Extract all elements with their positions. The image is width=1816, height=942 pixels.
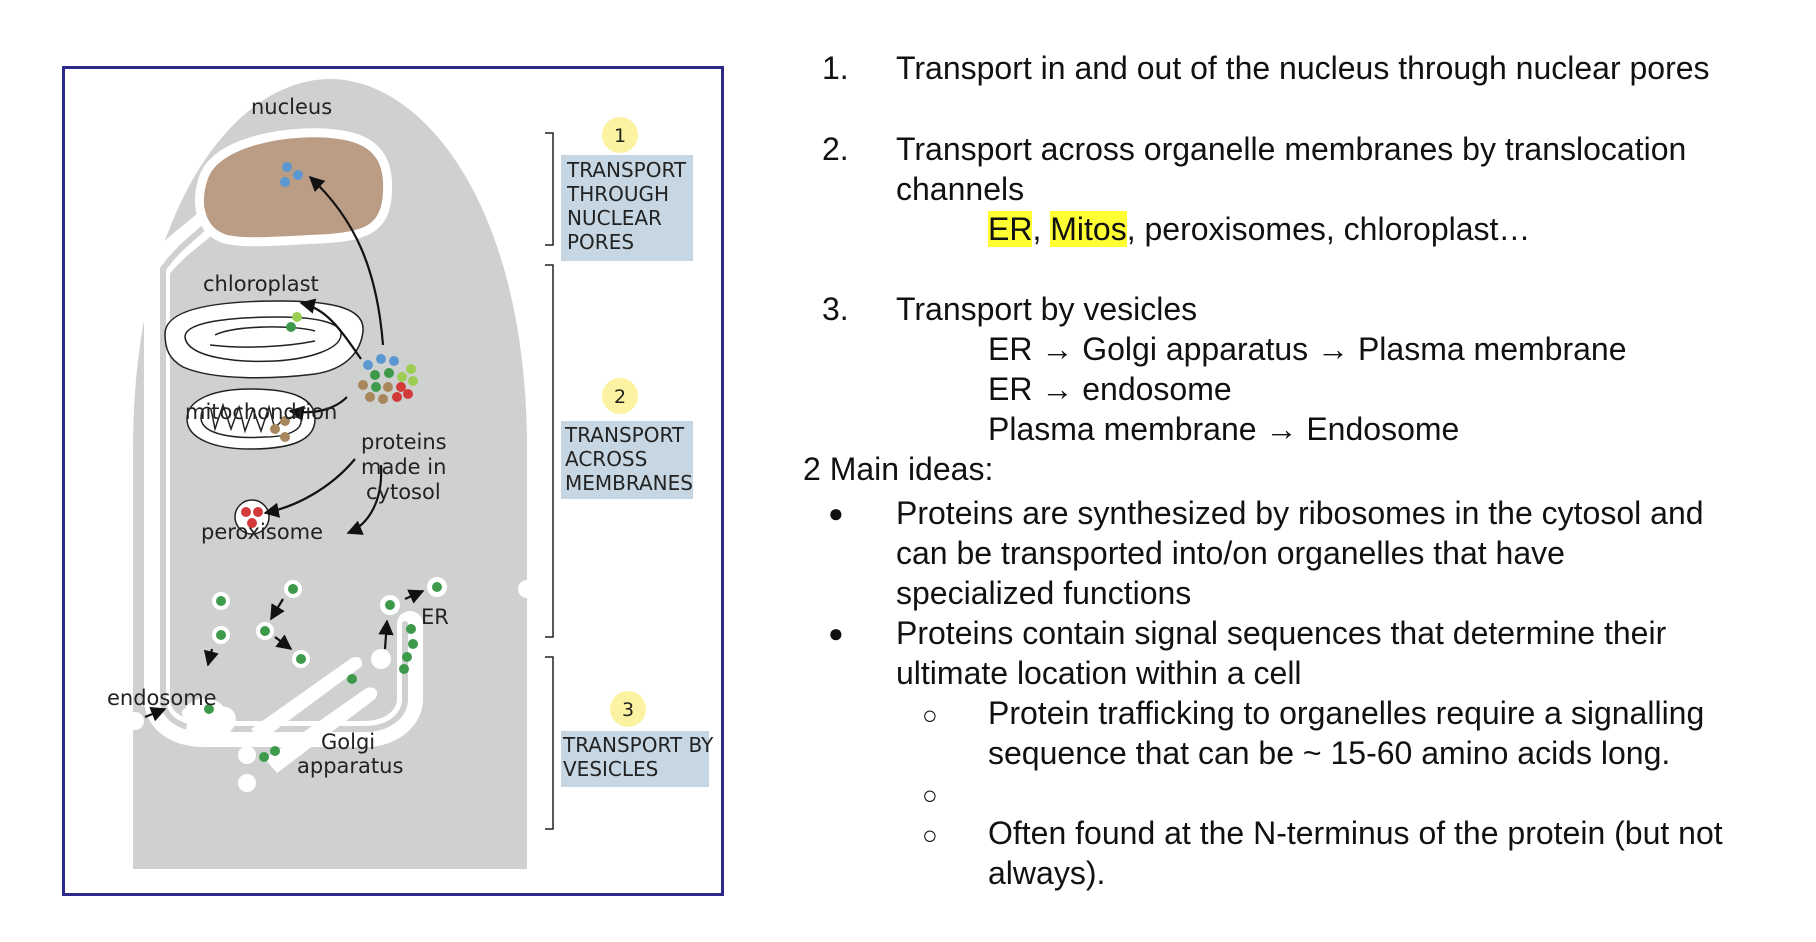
organelles-rest: , peroxisomes, chloroplast…	[1126, 211, 1531, 247]
sub-3-bullet: ○	[922, 820, 938, 850]
endosome-body	[181, 698, 236, 746]
step-1-line2: THROUGH	[566, 182, 669, 206]
peroxisome-label: peroxisome	[201, 520, 323, 544]
item-2-number: 2.	[822, 131, 849, 167]
cell-body	[133, 79, 527, 869]
proteins-label-line3: cytosol	[366, 480, 441, 504]
idea-1-bullet: ●	[828, 498, 844, 528]
idea-2-bullet: ●	[828, 618, 844, 648]
step-2: 2 TRANSPORT ACROSS MEMBRANES	[545, 264, 693, 638]
highlight-mitos: Mitos	[1050, 211, 1127, 247]
proteins-label-line1: proteins	[361, 430, 447, 454]
step-3-line2: VESICLES	[563, 757, 658, 781]
diagram-canvas: nucleus chloroplast mitochondrion peroxi…	[107, 79, 714, 869]
idea-1-line3: specialized functions	[896, 575, 1192, 611]
step-1-badge	[602, 117, 638, 153]
nucleus-body	[195, 128, 393, 247]
step-1-box	[561, 155, 693, 261]
step-2-line2: ACROSS	[565, 447, 647, 471]
mitochondrion-label: mitochondrion	[185, 400, 337, 424]
er-label: ER	[421, 605, 449, 629]
item-3-route1: ER → Golgi apparatus → Plasma membrane	[988, 331, 1627, 367]
step-3-number: 3	[622, 699, 634, 721]
sub-3-line1: Often found at the N-terminus of the pro…	[988, 815, 1723, 851]
item-1-number: 1.	[822, 50, 849, 86]
transport-arrows	[144, 175, 425, 722]
step-3-line1: TRANSPORT BY	[562, 733, 714, 757]
step-2-badge	[602, 378, 638, 414]
step-2-box	[561, 421, 693, 499]
step-1-number: 1	[614, 125, 626, 147]
idea-2-line1: Proteins contain signal sequences that d…	[896, 615, 1667, 651]
sub-1-line2: sequence that can be ~ 15-60 amino acids…	[988, 735, 1671, 771]
chloroplast-label: chloroplast	[203, 272, 319, 296]
sub-3-line2: always).	[988, 855, 1106, 891]
protein-dots	[204, 162, 442, 762]
item-1-text: Transport in and out of the nucleus thro…	[896, 50, 1710, 86]
chloroplast	[164, 300, 364, 379]
step-1-line1: TRANSPORT	[566, 158, 687, 182]
organelles-comma: ,	[1032, 211, 1042, 247]
main-ideas-heading: 2 Main ideas:	[803, 451, 994, 487]
step-2-line3: MEMBRANES	[565, 471, 693, 495]
proteins-label-line2: made in	[361, 455, 446, 479]
step-1: 1 TRANSPORT THROUGH NUCLEAR PORES	[545, 117, 693, 261]
item-2-line2: channels	[896, 171, 1025, 207]
step-1-line3: NUCLEAR	[567, 206, 662, 230]
item-3-route3: Plasma membrane → Endosome	[988, 411, 1460, 447]
membrane-pit-right	[518, 580, 536, 598]
golgi-label-line2: apparatus	[297, 754, 403, 778]
item-3-text: Transport by vesicles	[896, 291, 1198, 327]
step-3: 3 TRANSPORT BY VESICLES	[545, 656, 714, 830]
endosome-label: endosome	[107, 686, 217, 710]
protein-transport-diagram: nucleus chloroplast mitochondrion peroxi…	[62, 66, 724, 896]
golgi-apparatus	[238, 649, 391, 792]
idea-1-line2: can be transported into/on organelles th…	[896, 535, 1565, 571]
slide-title-fragment: g g	[880, 0, 1180, 10]
step-2-number: 2	[614, 386, 626, 408]
item-2-line1: Transport across organelle membranes by …	[896, 131, 1687, 167]
sub-1-bullet: ○	[922, 700, 938, 730]
step-3-badge	[610, 691, 646, 727]
golgi-label-line1: Golgi	[321, 730, 375, 754]
step-2-line1: TRANSPORT	[564, 423, 685, 447]
membrane-pit-left	[126, 712, 144, 730]
idea-2-line2: ultimate location within a cell	[896, 655, 1302, 691]
sub-1-line1: Protein trafficking to organelles requir…	[988, 695, 1705, 731]
er-network-inner	[160, 216, 408, 732]
highlight-er: ER	[988, 211, 1033, 247]
step-3-box	[561, 731, 709, 787]
item-3-route2: ER → endosome	[988, 371, 1232, 407]
item-3-number: 3.	[822, 291, 849, 327]
item-2-organelles: ER, Mitos, peroxisomes, chloroplast…	[988, 209, 1530, 249]
idea-1-line1: Proteins are synthesized by ribosomes in…	[896, 495, 1704, 531]
sub-2-bullet: ○	[922, 780, 938, 810]
nucleus-label: nucleus	[251, 95, 332, 119]
step-1-line4: PORES	[567, 230, 634, 254]
